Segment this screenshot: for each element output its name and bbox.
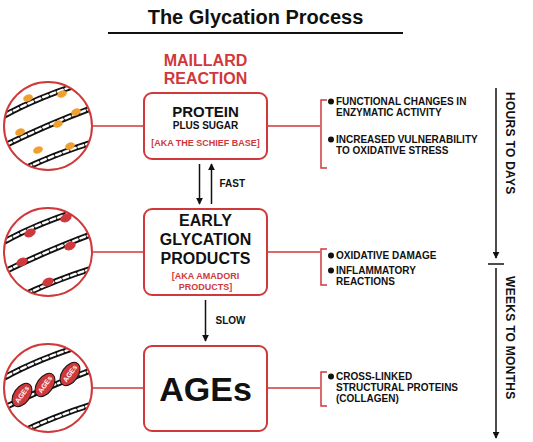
edge-label: FAST — [220, 178, 246, 190]
box-text: PLUS SUGAR — [173, 120, 239, 132]
effect-note: OXIDATIVE DAMAGE — [336, 250, 481, 261]
box-text: AGEs — [159, 370, 252, 408]
box-text: [AKA THE SCHIEF BASE] — [151, 138, 260, 149]
title-underline — [108, 32, 403, 34]
illustration-circle — [4, 82, 92, 170]
section-heading: MAILLARD REACTION — [143, 52, 268, 88]
leader-lines — [92, 126, 143, 388]
ages-illustration — [0, 340, 100, 440]
effect-brackets — [268, 100, 327, 406]
box-text: [AKA AMADORI PRODUCTS] — [166, 271, 246, 293]
box-text: EARLY GLYCATION PRODUCTS — [151, 211, 261, 268]
early-glycation-illustration — [0, 204, 100, 304]
effect-note: CROSS-LINKED STRUCTURAL PROTEINS (COLLAG… — [336, 371, 461, 404]
arrow-line — [205, 300, 207, 341]
diagram-title: The Glycation Process — [0, 6, 511, 29]
time-arrows — [488, 88, 504, 438]
box-text: PROTEIN — [172, 104, 239, 120]
process-box: AGEs — [143, 345, 268, 432]
illustration-circle — [4, 344, 92, 432]
arrow-line — [199, 164, 201, 204]
process-box: PROTEINPLUS SUGAR [AKA THE SCHIEF BASE] — [143, 92, 268, 160]
flow-arrow — [200, 164, 212, 204]
effect-note: FUNCTIONAL CHANGES IN ENZYMATIC ACTIVITY — [336, 96, 481, 118]
flow-arrow — [205, 300, 207, 341]
time-scale: WEEKS TO MONTHS — [503, 276, 517, 441]
arrow-line — [211, 164, 213, 204]
edge-label: SLOW — [216, 315, 246, 327]
illustration-circle — [4, 208, 92, 296]
time-scale: HOURS TO DAYS — [503, 92, 517, 262]
process-box: EARLY GLYCATION PRODUCTS [AKA AMADORI PRO… — [143, 208, 268, 296]
protein-sugar-illustration — [0, 78, 100, 178]
effect-note: INCREASED VULNERABILITY TO OXIDATIVE STR… — [336, 134, 481, 156]
effect-note: INFLAMMATORY REACTIONS — [336, 265, 416, 287]
bullet-dots — [328, 99, 334, 380]
